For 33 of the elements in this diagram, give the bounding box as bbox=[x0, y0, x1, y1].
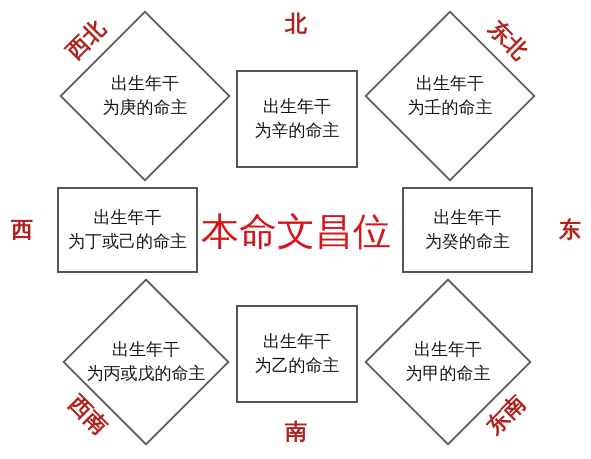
box-text: 为壬的命主 bbox=[408, 97, 492, 120]
text-box bbox=[57, 187, 198, 273]
box-text: 出生年干 bbox=[112, 339, 180, 362]
text-box bbox=[236, 70, 358, 168]
diamond-box bbox=[364, 10, 536, 182]
box-text: 为辛的命主 bbox=[254, 120, 340, 143]
box-text: 为丁或己的命主 bbox=[68, 231, 187, 254]
text-box bbox=[402, 187, 533, 273]
direction-label: 西南 bbox=[62, 390, 114, 442]
diamond-box bbox=[364, 278, 532, 446]
box-text: 出生年干 bbox=[94, 207, 162, 230]
box-text: 出生年干 bbox=[416, 73, 484, 96]
box-text: 为乙的命主 bbox=[254, 355, 340, 378]
direction-label: 东 bbox=[559, 217, 581, 245]
box-text: 为庚的命主 bbox=[102, 97, 188, 120]
box-text: 为丙或戊的命主 bbox=[86, 363, 206, 386]
box-text: 出生年干 bbox=[434, 207, 502, 230]
direction-label: 东北 bbox=[482, 14, 534, 66]
box-text: 为癸的命主 bbox=[425, 231, 510, 254]
box-text: 出生年干 bbox=[263, 331, 331, 354]
box-text: 出生年干 bbox=[111, 73, 179, 96]
diamond-box bbox=[62, 278, 230, 446]
direction-label: 东南 bbox=[480, 390, 532, 442]
box-text: 为甲的命主 bbox=[406, 363, 490, 386]
direction-label: 西北 bbox=[60, 14, 112, 66]
box-text: 出生年干 bbox=[263, 96, 331, 119]
direction-label: 北 bbox=[285, 11, 307, 39]
text-box bbox=[236, 305, 358, 403]
diamond-box bbox=[59, 10, 231, 182]
direction-label: 南 bbox=[285, 419, 307, 447]
direction-label: 西 bbox=[11, 217, 33, 245]
box-text: 出生年干 bbox=[414, 339, 482, 362]
center-title: 本命文昌位 bbox=[201, 208, 391, 256]
